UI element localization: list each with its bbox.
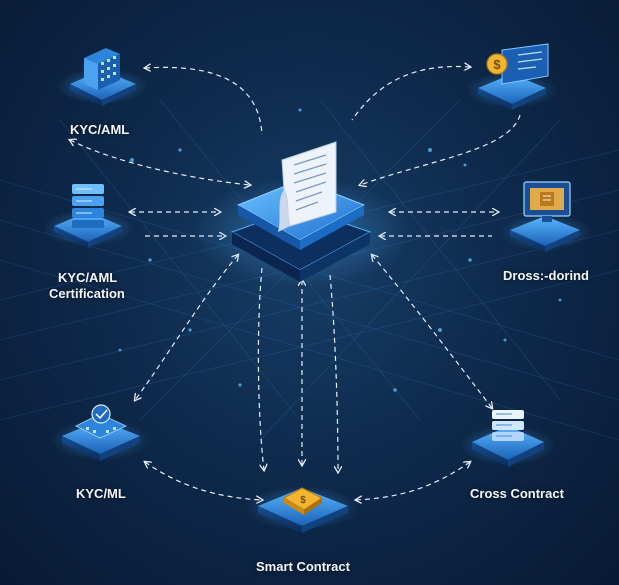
server-icon <box>492 410 524 441</box>
coin-chip-icon: $ <box>282 487 324 515</box>
label-kyc-aml-certification-line2: Certification <box>49 286 125 301</box>
server-icon <box>72 184 104 228</box>
arrow-hub-smart-1 <box>257 267 264 470</box>
label-cross-contract: Cross Contract <box>470 486 564 501</box>
payment-node: $ <box>466 43 558 110</box>
svg-text:$: $ <box>300 495 306 506</box>
label-kyc-aml: KYC/AML <box>70 122 130 137</box>
arrow-hub-cross <box>372 255 492 408</box>
kyc-aml-certification-node <box>42 184 134 248</box>
arrow-cross-smart <box>356 462 470 500</box>
payment-dashboard-icon: $ <box>486 43 549 85</box>
label-kyc-ml: KYC/ML <box>76 486 126 501</box>
coin-icon <box>486 53 508 75</box>
label-kyc-aml-certification-line1: KYC/AML <box>58 270 118 285</box>
cross-contract-node <box>460 410 556 467</box>
arrow-hub-smart-3 <box>329 274 338 472</box>
connector-arrows <box>70 66 521 500</box>
monitor-icon <box>523 181 571 222</box>
arrow-top-right-lower <box>360 114 521 185</box>
label-dross-dorind: Dross:-dorind <box>503 268 589 283</box>
hub-node <box>192 141 412 287</box>
smart-contract-node: $ <box>246 486 358 533</box>
document-icon <box>278 141 337 232</box>
arrow-kyc-aml-to-hub <box>145 67 263 136</box>
arrow-kyc-ml-smart <box>145 462 262 500</box>
kyc-aml-node <box>56 48 148 106</box>
building-icon <box>84 48 120 90</box>
label-smart-contract: Smart Contract <box>256 559 350 574</box>
arrow-hub-kyc-ml <box>135 255 238 400</box>
dross-dorind-node <box>499 181 591 252</box>
building-badge-icon <box>75 404 127 439</box>
kyc-ml-node <box>50 404 150 461</box>
svg-text:$: $ <box>493 57 501 72</box>
arrow-kyc-aml-hub-lower <box>70 140 250 185</box>
arrow-top-right-to-hub <box>351 66 470 121</box>
